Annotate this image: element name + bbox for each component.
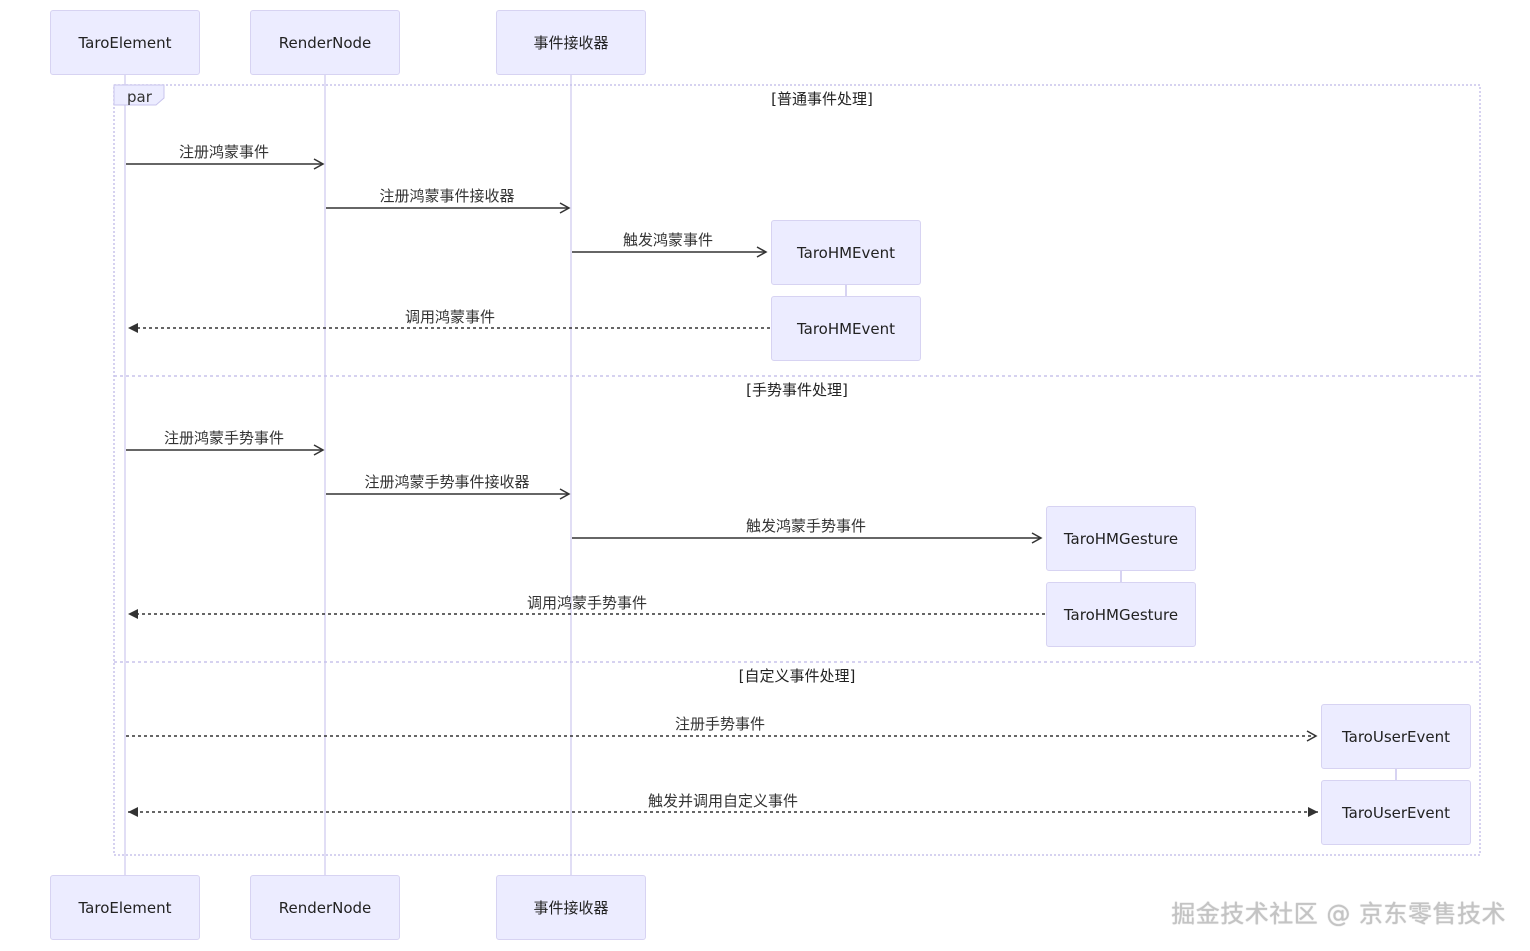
message-label: 调用鸿蒙事件 [404,308,496,326]
message-label: 调用鸿蒙手势事件 [526,594,648,612]
message-label: 注册鸿蒙事件接收器 [379,187,515,205]
participant-rendernode-bottom: RenderNode [250,875,400,940]
created-box-taro-hm-event: TaroHMEvent [771,220,921,285]
participant-event-receiver-bottom: 事件接收器 [496,875,646,940]
participant-taroelement-top: TaroElement [50,10,200,75]
par-label: par [127,88,152,106]
message-label: 触发鸿蒙事件 [622,231,714,249]
arrow-start-head [128,807,138,817]
par-tag-shape [113,84,165,106]
message-label: 触发鸿蒙手势事件 [745,517,867,535]
section-title-normal: [普通事件处理] [771,90,873,108]
participant-rendernode-top: RenderNode [250,10,400,75]
created-box-taro-hm-gesture: TaroHMGesture [1046,506,1196,571]
section-title-custom: [自定义事件处理] [738,667,856,685]
message-label: 注册鸿蒙事件 [178,143,270,161]
participant-taroelement-bottom: TaroElement [50,875,200,940]
message-label: 触发并调用自定义事件 [647,792,799,810]
created-box-taro-user-event: TaroUserEvent [1321,704,1471,769]
created-box-taro-hm-gesture: TaroHMGesture [1046,582,1196,647]
watermark: 掘金技术社区 @ 京东零售技术 [1171,900,1506,928]
section-title-gesture: [手势事件处理] [746,381,848,399]
created-box-taro-user-event: TaroUserEvent [1321,780,1471,845]
par-frame [113,84,1481,856]
created-box-taro-hm-event: TaroHMEvent [771,296,921,361]
message-label: 注册手势事件 [674,715,766,733]
message-label: 注册鸿蒙手势事件接收器 [364,473,530,491]
participant-event-receiver-top: 事件接收器 [496,10,646,75]
message-label: 注册鸿蒙手势事件 [163,429,285,447]
